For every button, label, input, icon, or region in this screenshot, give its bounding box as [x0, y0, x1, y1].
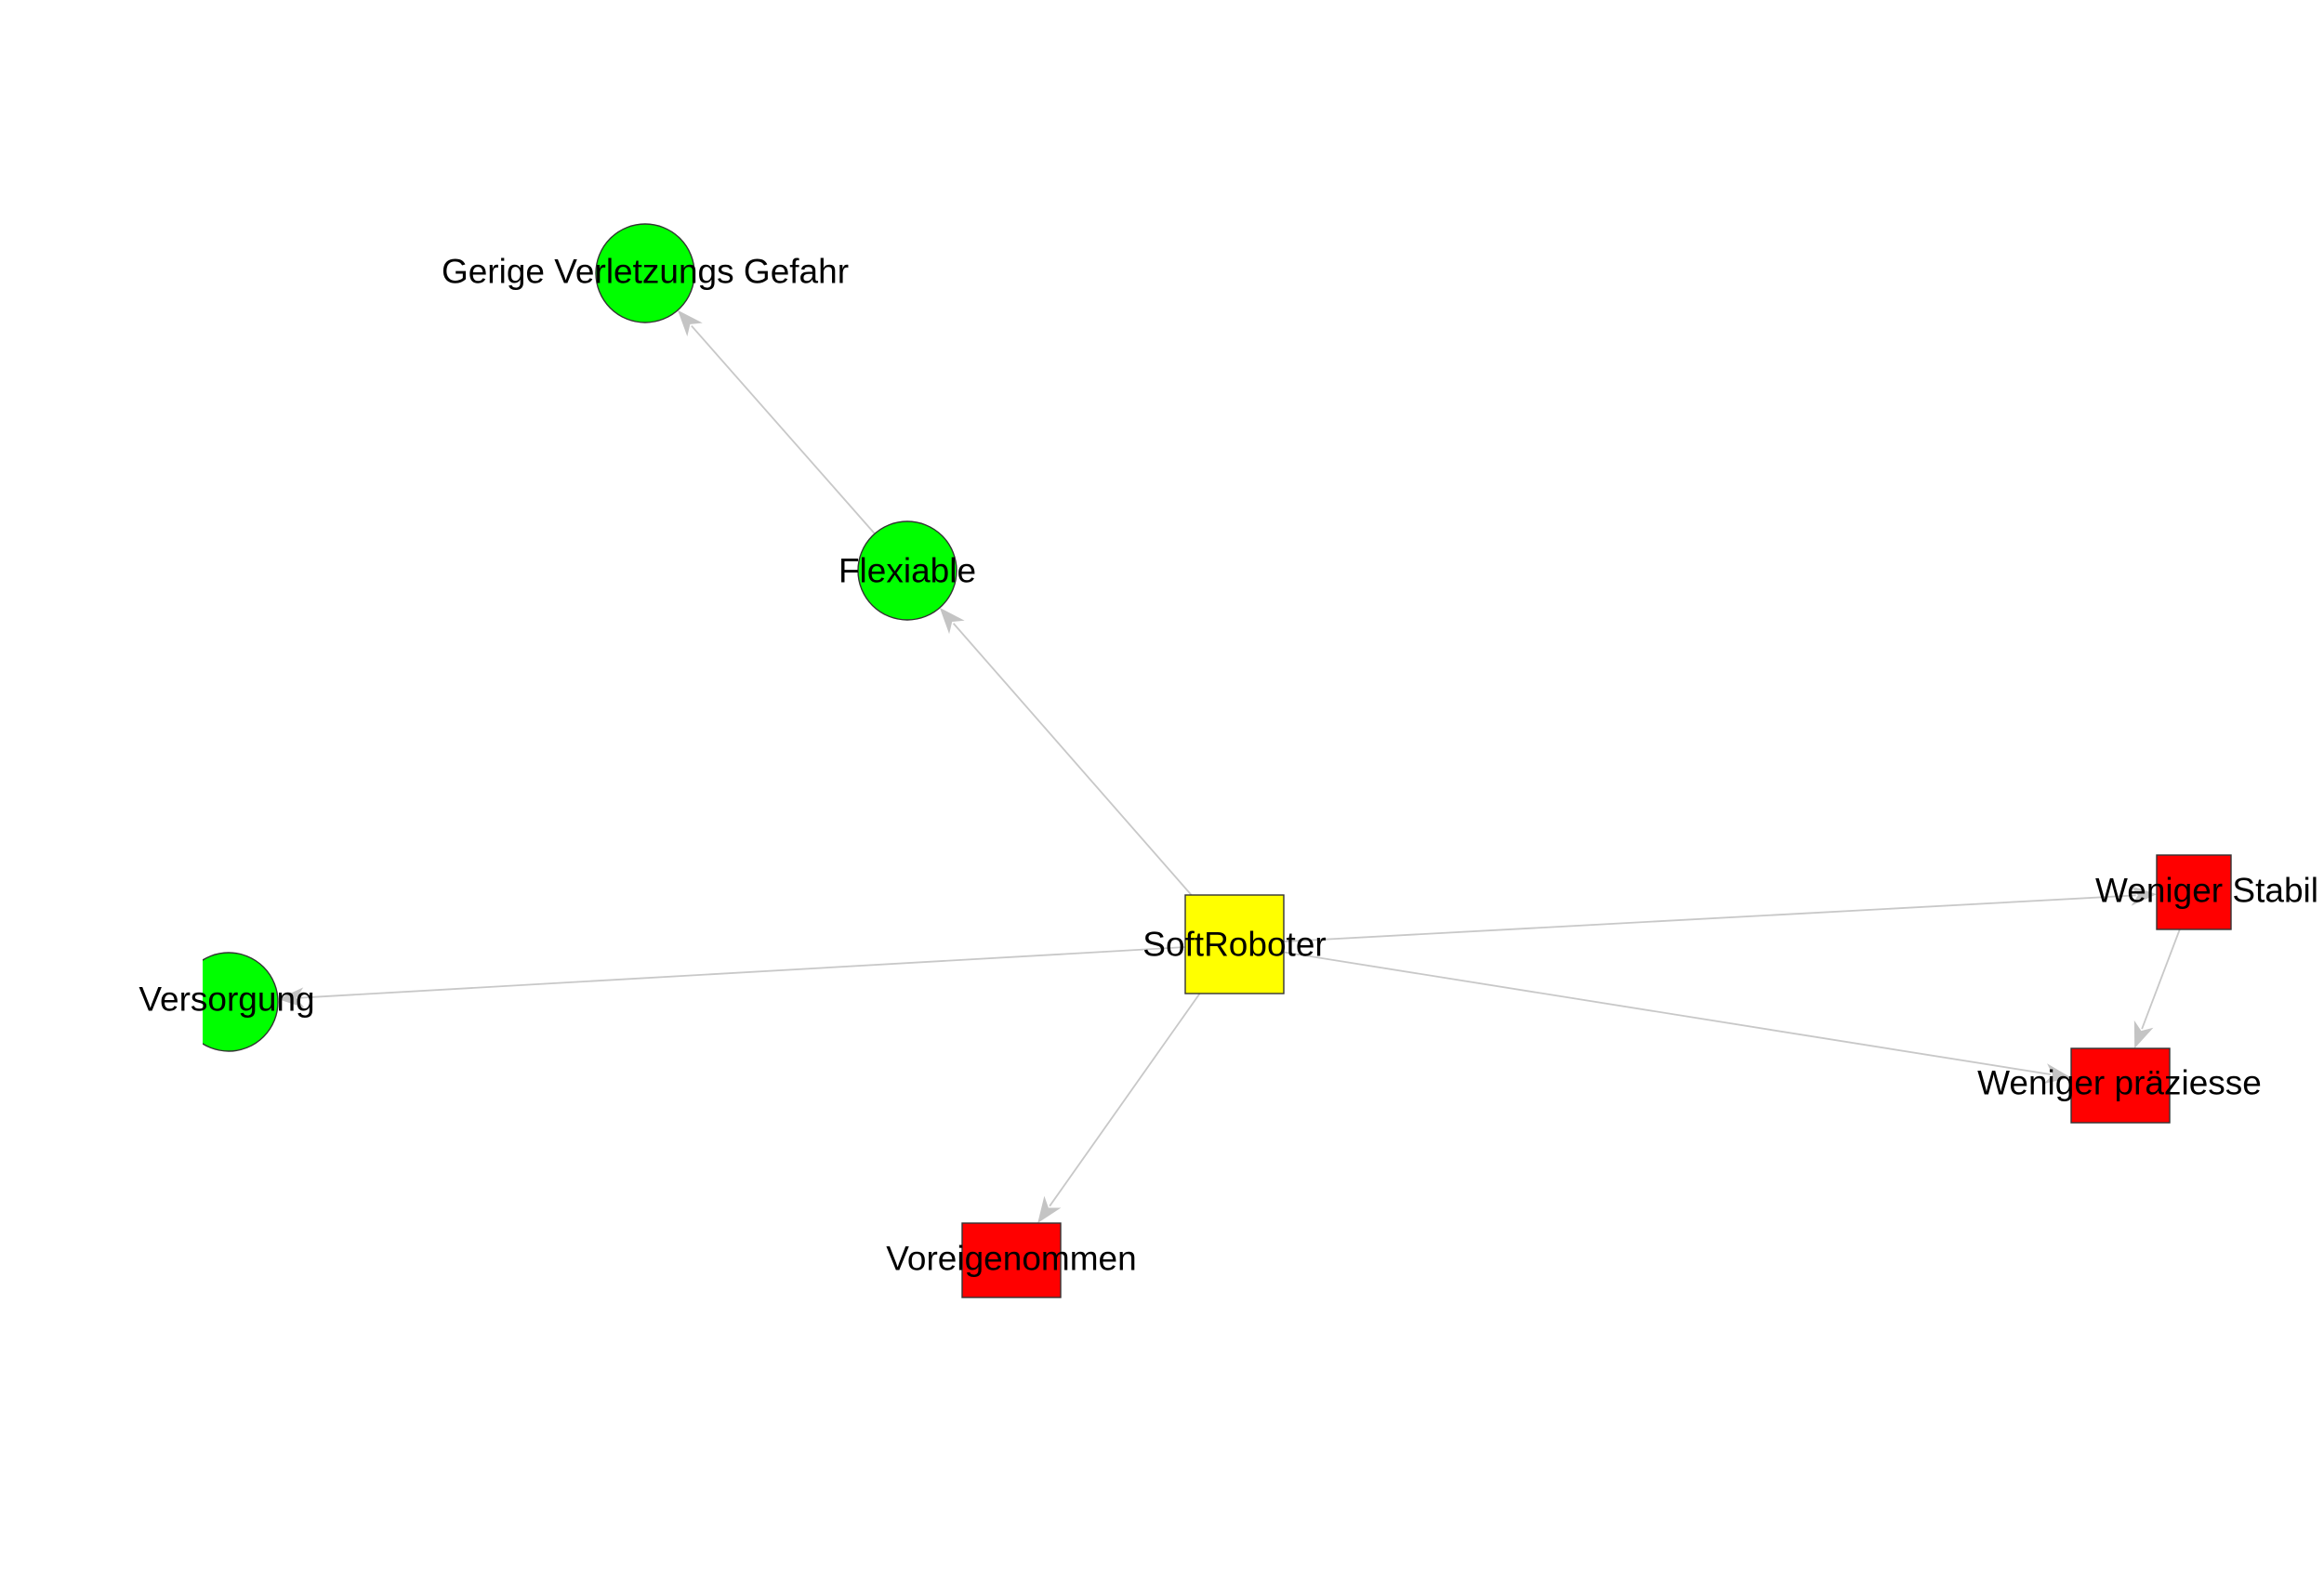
node-label-voreingenommen: Voreigenommen — [886, 1240, 1136, 1278]
arrowhead-icon — [277, 987, 305, 1008]
node-label-flexiable: Flexiable — [838, 552, 976, 590]
edge-line — [298, 946, 1186, 999]
arrowhead-icon — [939, 607, 965, 635]
arrowhead-icon — [2130, 885, 2157, 906]
node-label-softroboter: SoftRoboter — [1142, 926, 1326, 964]
arrowhead-icon — [2133, 1020, 2154, 1048]
node-label-praeziesse: Weniger präziesse — [1977, 1064, 2262, 1102]
node-voreingenommen[interactable] — [961, 1222, 1062, 1298]
edge-stabil-to-praeziesse — [2133, 928, 2181, 1048]
arrowhead-icon — [1037, 1195, 1062, 1223]
edge-softroboter-to-flexiable — [939, 607, 1193, 896]
edge-layer — [277, 309, 2181, 1223]
node-softroboter[interactable] — [1184, 894, 1285, 994]
edge-line — [691, 324, 876, 534]
arrowhead-icon — [678, 309, 703, 337]
edge-softroboter-to-versorgung — [277, 946, 1186, 1008]
edge-softroboter-to-voreingenommen — [1037, 993, 1201, 1223]
edge-softroboter-to-praeziesse — [1283, 951, 2071, 1084]
node-praeziesse[interactable] — [2070, 1047, 2171, 1124]
edge-line — [2141, 928, 2181, 1030]
edge-softroboter-to-stabil — [1283, 885, 2157, 943]
node-label-gerige: Gerige Verletzungs Gefahr — [442, 253, 849, 291]
edge-line — [1049, 993, 1201, 1207]
node-label-stabil: Weniger Stabil — [2095, 872, 2318, 910]
node-gerige[interactable] — [595, 223, 695, 323]
node-stabil[interactable] — [2156, 854, 2232, 930]
arrowhead-icon — [2043, 1063, 2071, 1084]
edge-line — [1283, 894, 2136, 943]
node-label-versorgung: Versorgung — [139, 981, 314, 1019]
edge-flexiable-to-gerige — [678, 309, 876, 534]
node-flexiable[interactable] — [857, 520, 957, 621]
node-layer — [179, 223, 2232, 1298]
edge-line — [1283, 951, 2052, 1075]
node-versorgung[interactable] — [179, 952, 279, 1052]
label-layer: SoftRoboter Flexiable Gerige Verletzungs G… — [139, 253, 2318, 1278]
edge-line — [952, 623, 1193, 896]
